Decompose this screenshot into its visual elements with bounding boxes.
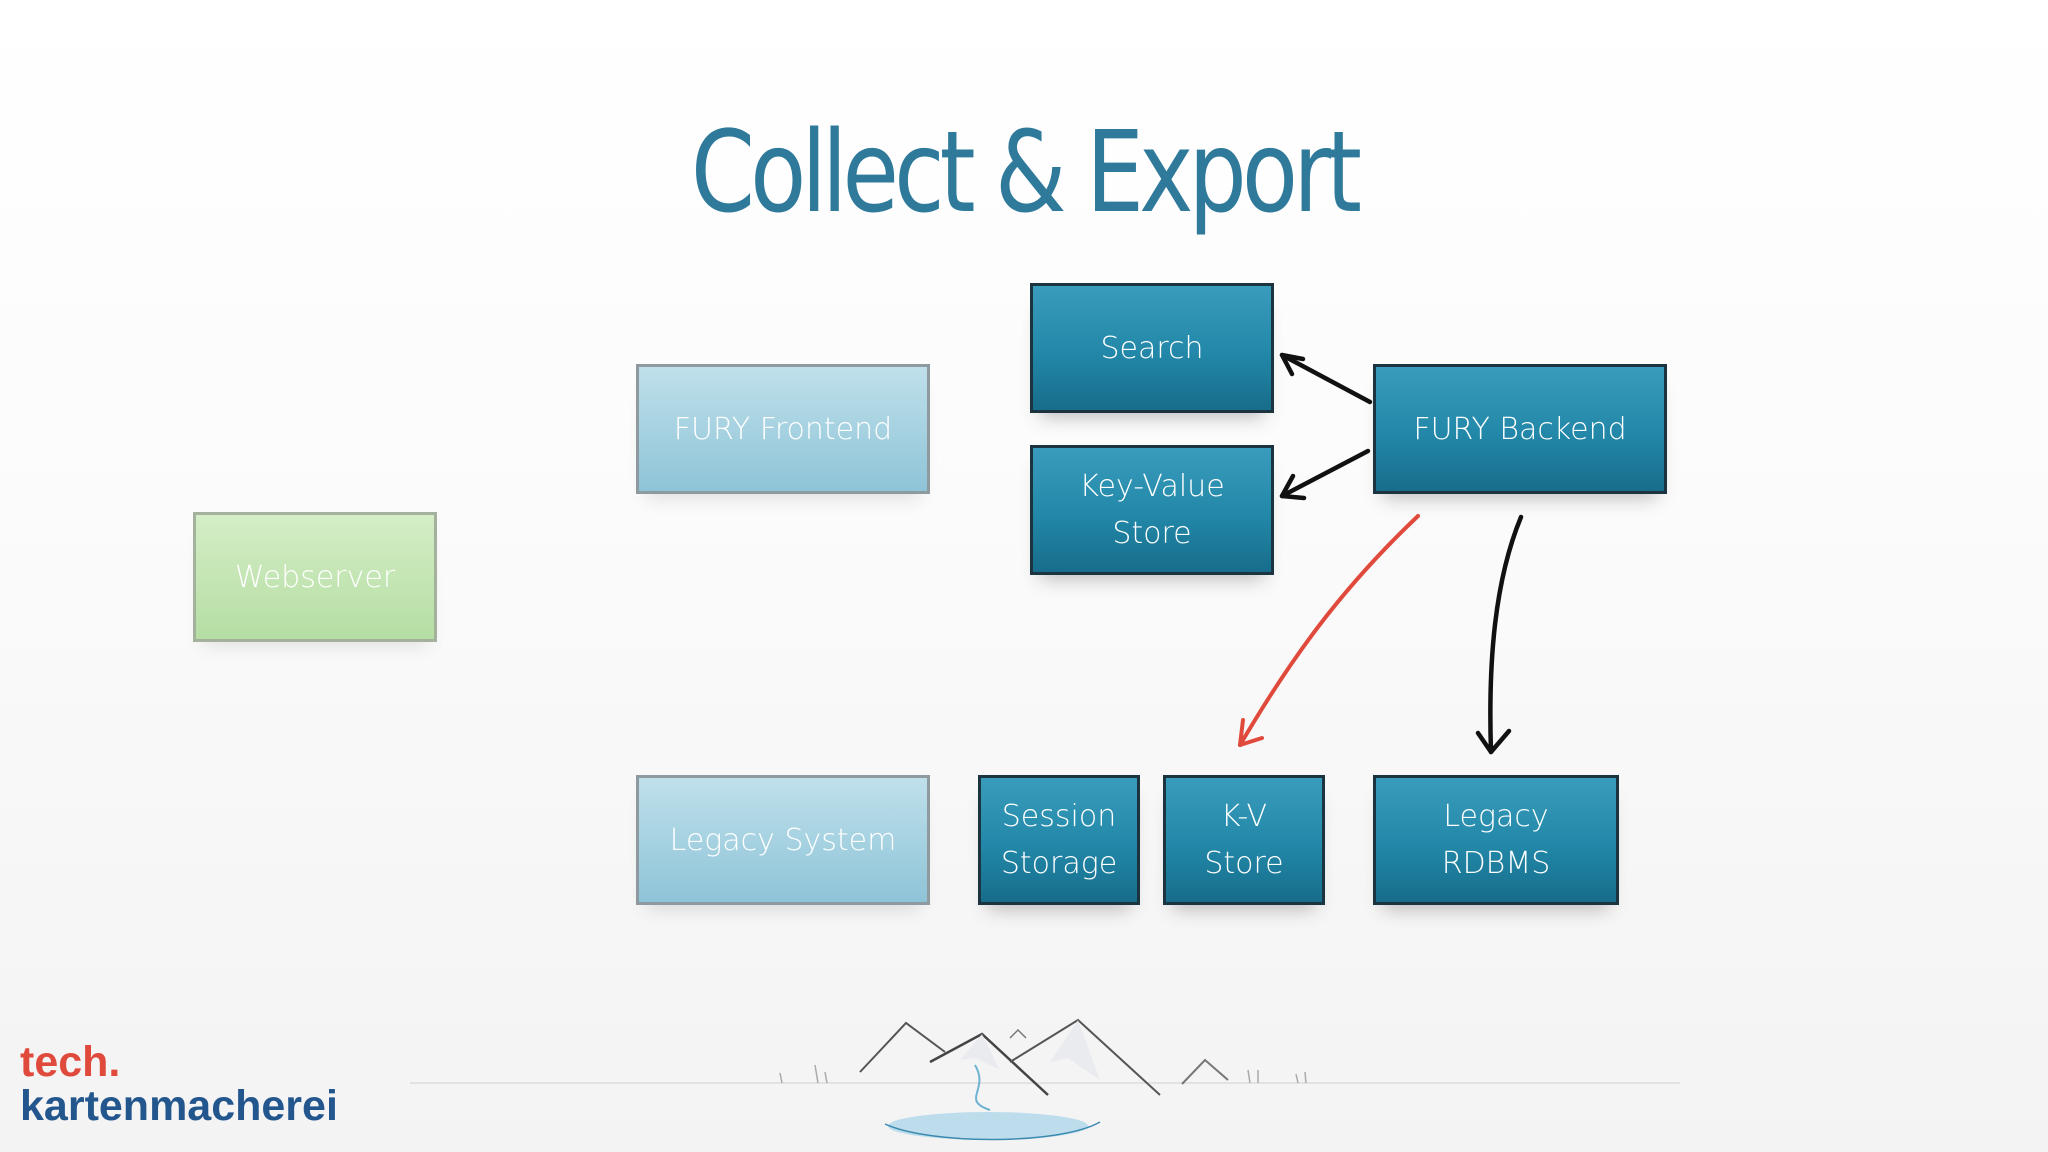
legacy-rdbms-box: Legacy RDBMS bbox=[1373, 775, 1619, 905]
arrow-backend-to-kv bbox=[1279, 448, 1371, 501]
logo-line-kartenmacherei: kartenmacherei bbox=[20, 1082, 338, 1130]
arrow-backend-to-kv-store-red bbox=[1238, 514, 1420, 747]
arrow-backend-to-rdbms bbox=[1475, 514, 1524, 755]
logo-line-tech: tech. bbox=[20, 1038, 121, 1086]
search-box: Search bbox=[1030, 283, 1274, 413]
webserver-box: Webserver bbox=[193, 512, 437, 642]
slide-title: Collect & Export bbox=[690, 108, 1362, 238]
company-logo: tech. kartenmacherei bbox=[20, 1040, 338, 1128]
fury-frontend-box: FURY Frontend bbox=[636, 364, 930, 494]
key-value-store-box: Key-Value Store bbox=[1030, 445, 1274, 575]
kv-store-box: K-V Store bbox=[1163, 775, 1325, 905]
arrow-backend-to-search bbox=[1279, 352, 1373, 405]
mountain-landscape-icon bbox=[410, 1018, 1680, 1141]
legacy-system-box: Legacy System bbox=[636, 775, 930, 905]
session-storage-box: Session Storage bbox=[978, 775, 1140, 905]
fury-backend-box: FURY Backend bbox=[1373, 364, 1667, 494]
